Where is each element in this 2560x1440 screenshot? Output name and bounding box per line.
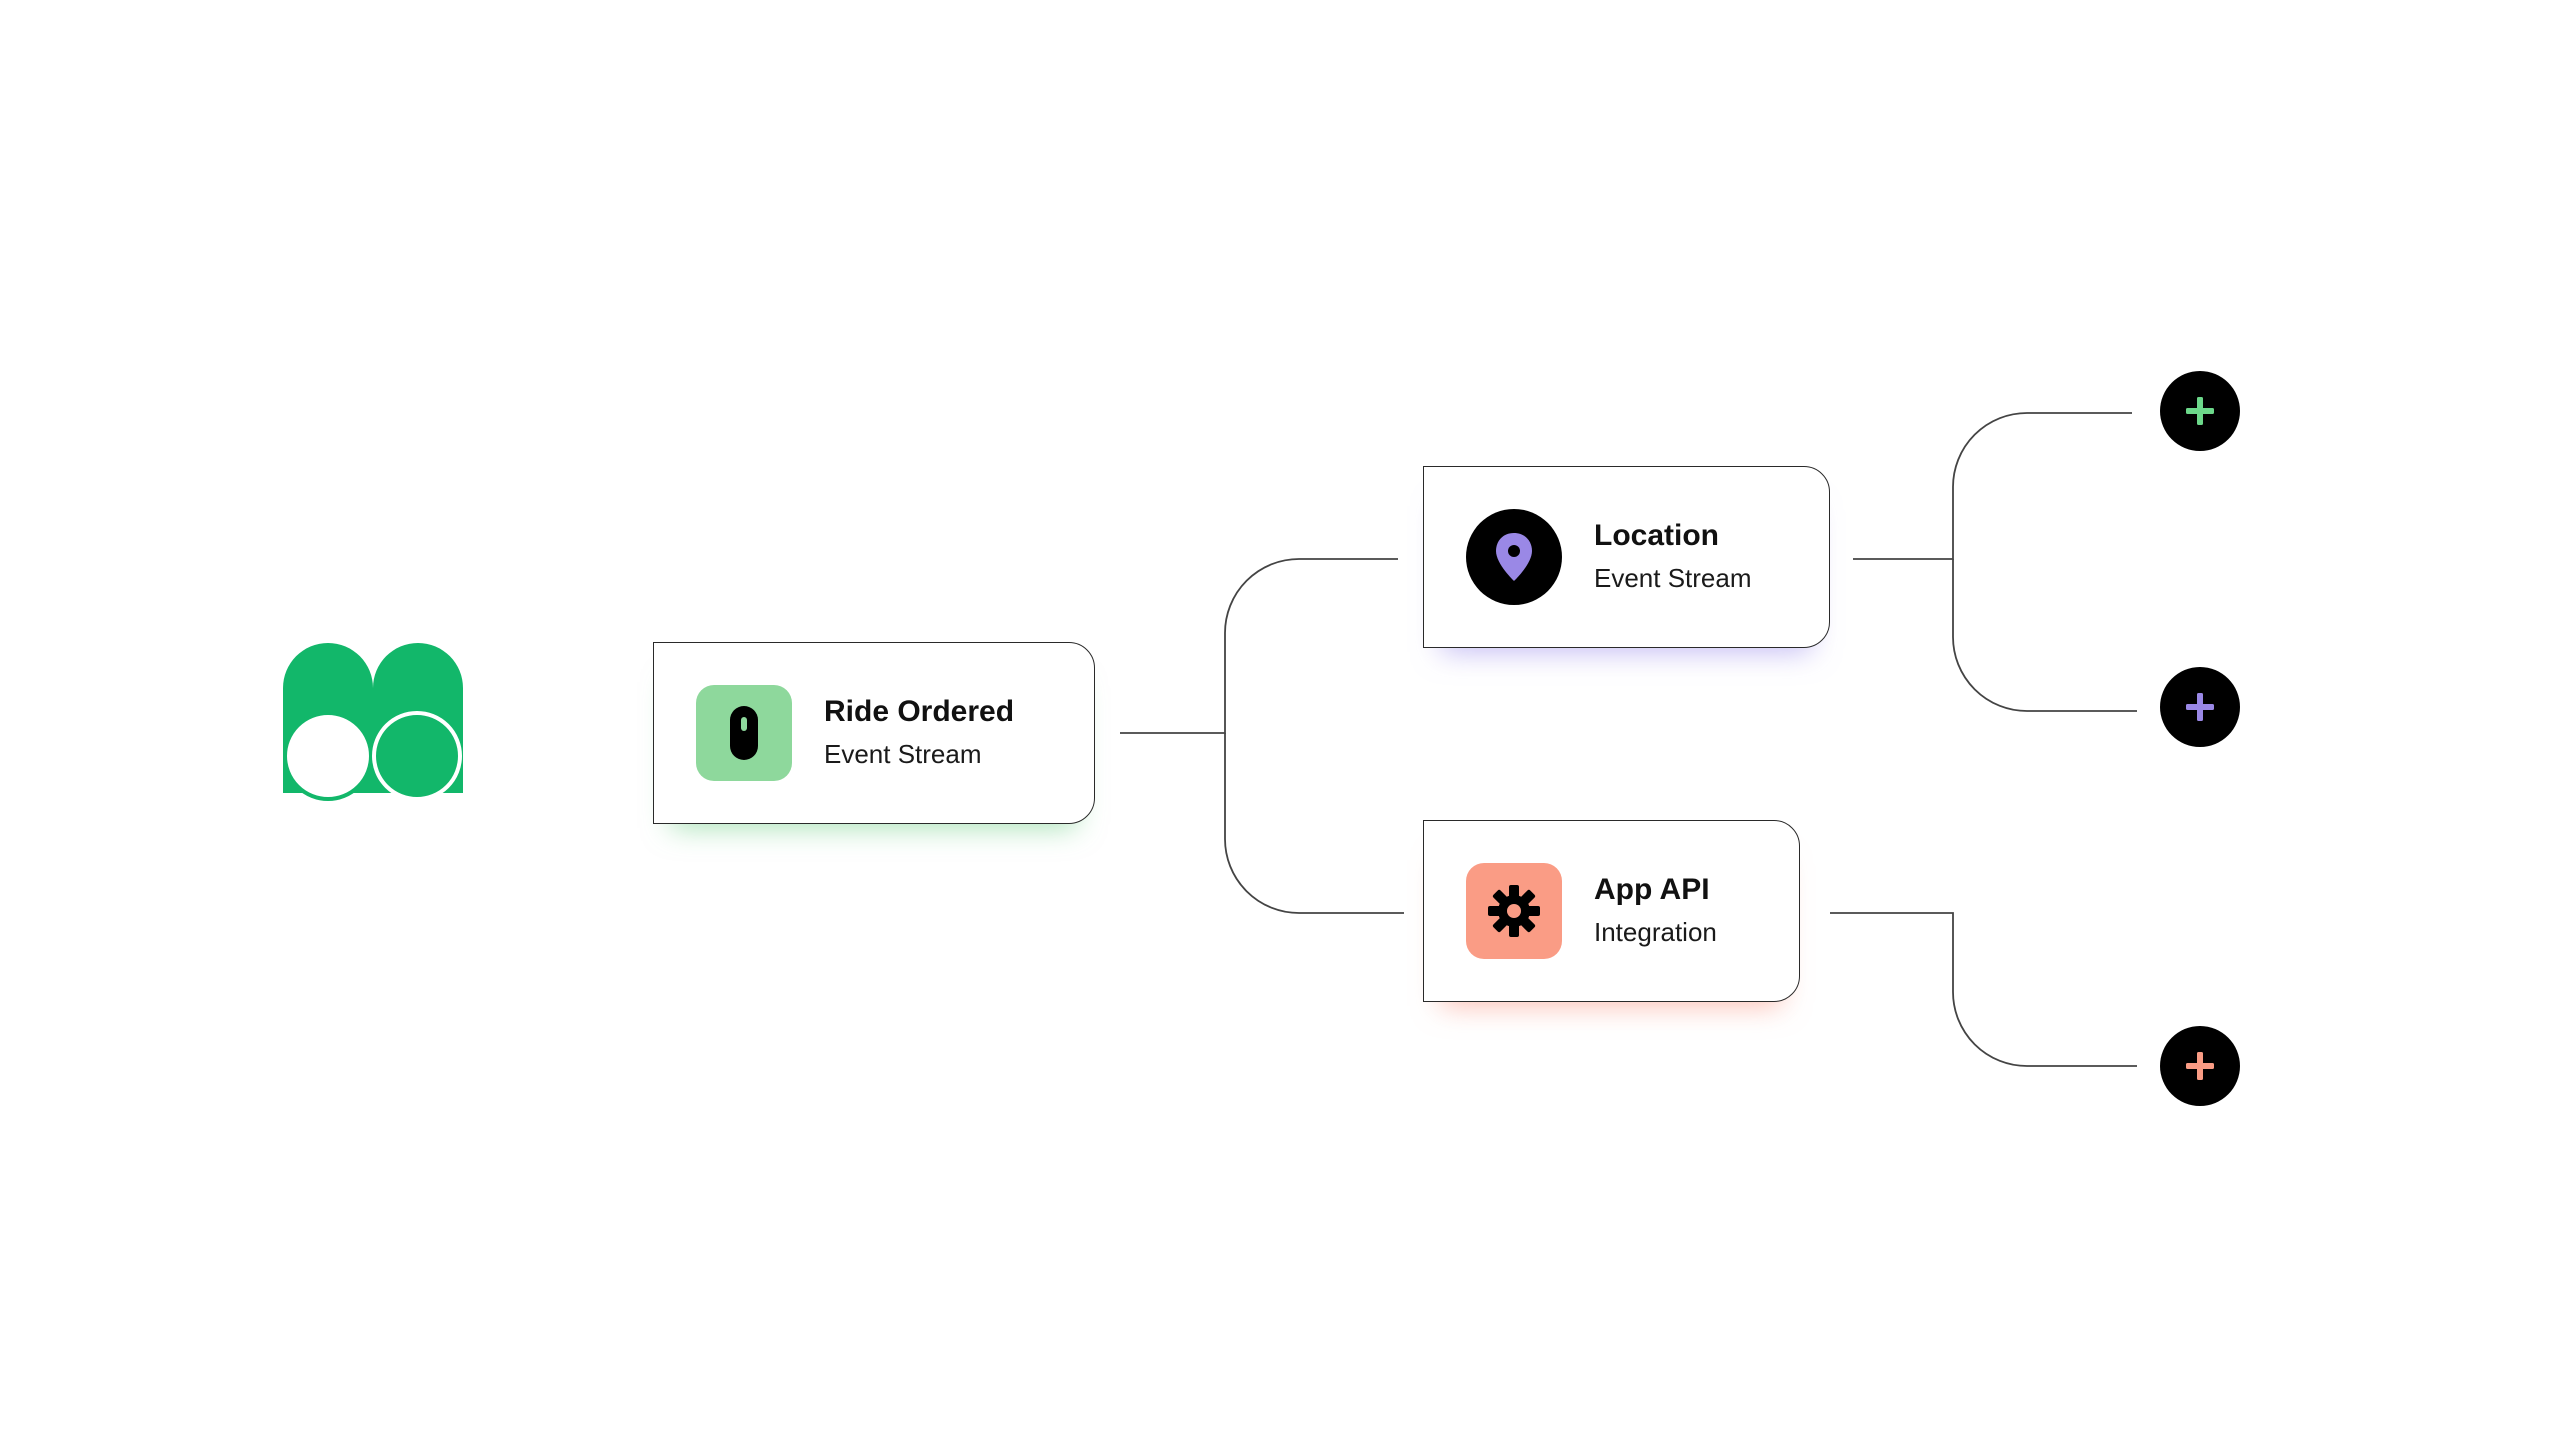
node-app-api[interactable]: App API Integration — [1423, 820, 1800, 1002]
add-button[interactable] — [2160, 1026, 2240, 1106]
plus-icon — [2186, 1052, 2214, 1080]
brand-logo — [283, 643, 463, 801]
map-pin-icon — [1466, 509, 1562, 605]
node-title: Ride Ordered — [824, 695, 1015, 728]
plus-icon — [2186, 397, 2214, 425]
node-subtitle: Event Stream — [824, 739, 982, 769]
connector-location-to-top — [1853, 412, 2132, 560]
node-title: App API — [1594, 873, 1710, 906]
toggle-icon — [696, 685, 792, 781]
gear-icon — [1466, 863, 1562, 959]
node-location[interactable]: Location Event Stream — [1423, 466, 1830, 648]
connector-ride-to-location — [1120, 558, 1398, 734]
connector-api-to-bottom — [1830, 912, 2137, 1067]
node-ride-ordered[interactable]: Ride Ordered Event Stream — [653, 642, 1095, 824]
plus-icon — [2186, 693, 2214, 721]
node-subtitle: Event Stream — [1594, 563, 1752, 593]
connector-location-to-middle — [1952, 559, 2137, 712]
add-button[interactable] — [2160, 371, 2240, 451]
add-button[interactable] — [2160, 667, 2240, 747]
connector-ride-to-api — [1224, 733, 1404, 914]
node-title: Location — [1594, 519, 1719, 552]
node-subtitle: Integration — [1594, 917, 1717, 947]
